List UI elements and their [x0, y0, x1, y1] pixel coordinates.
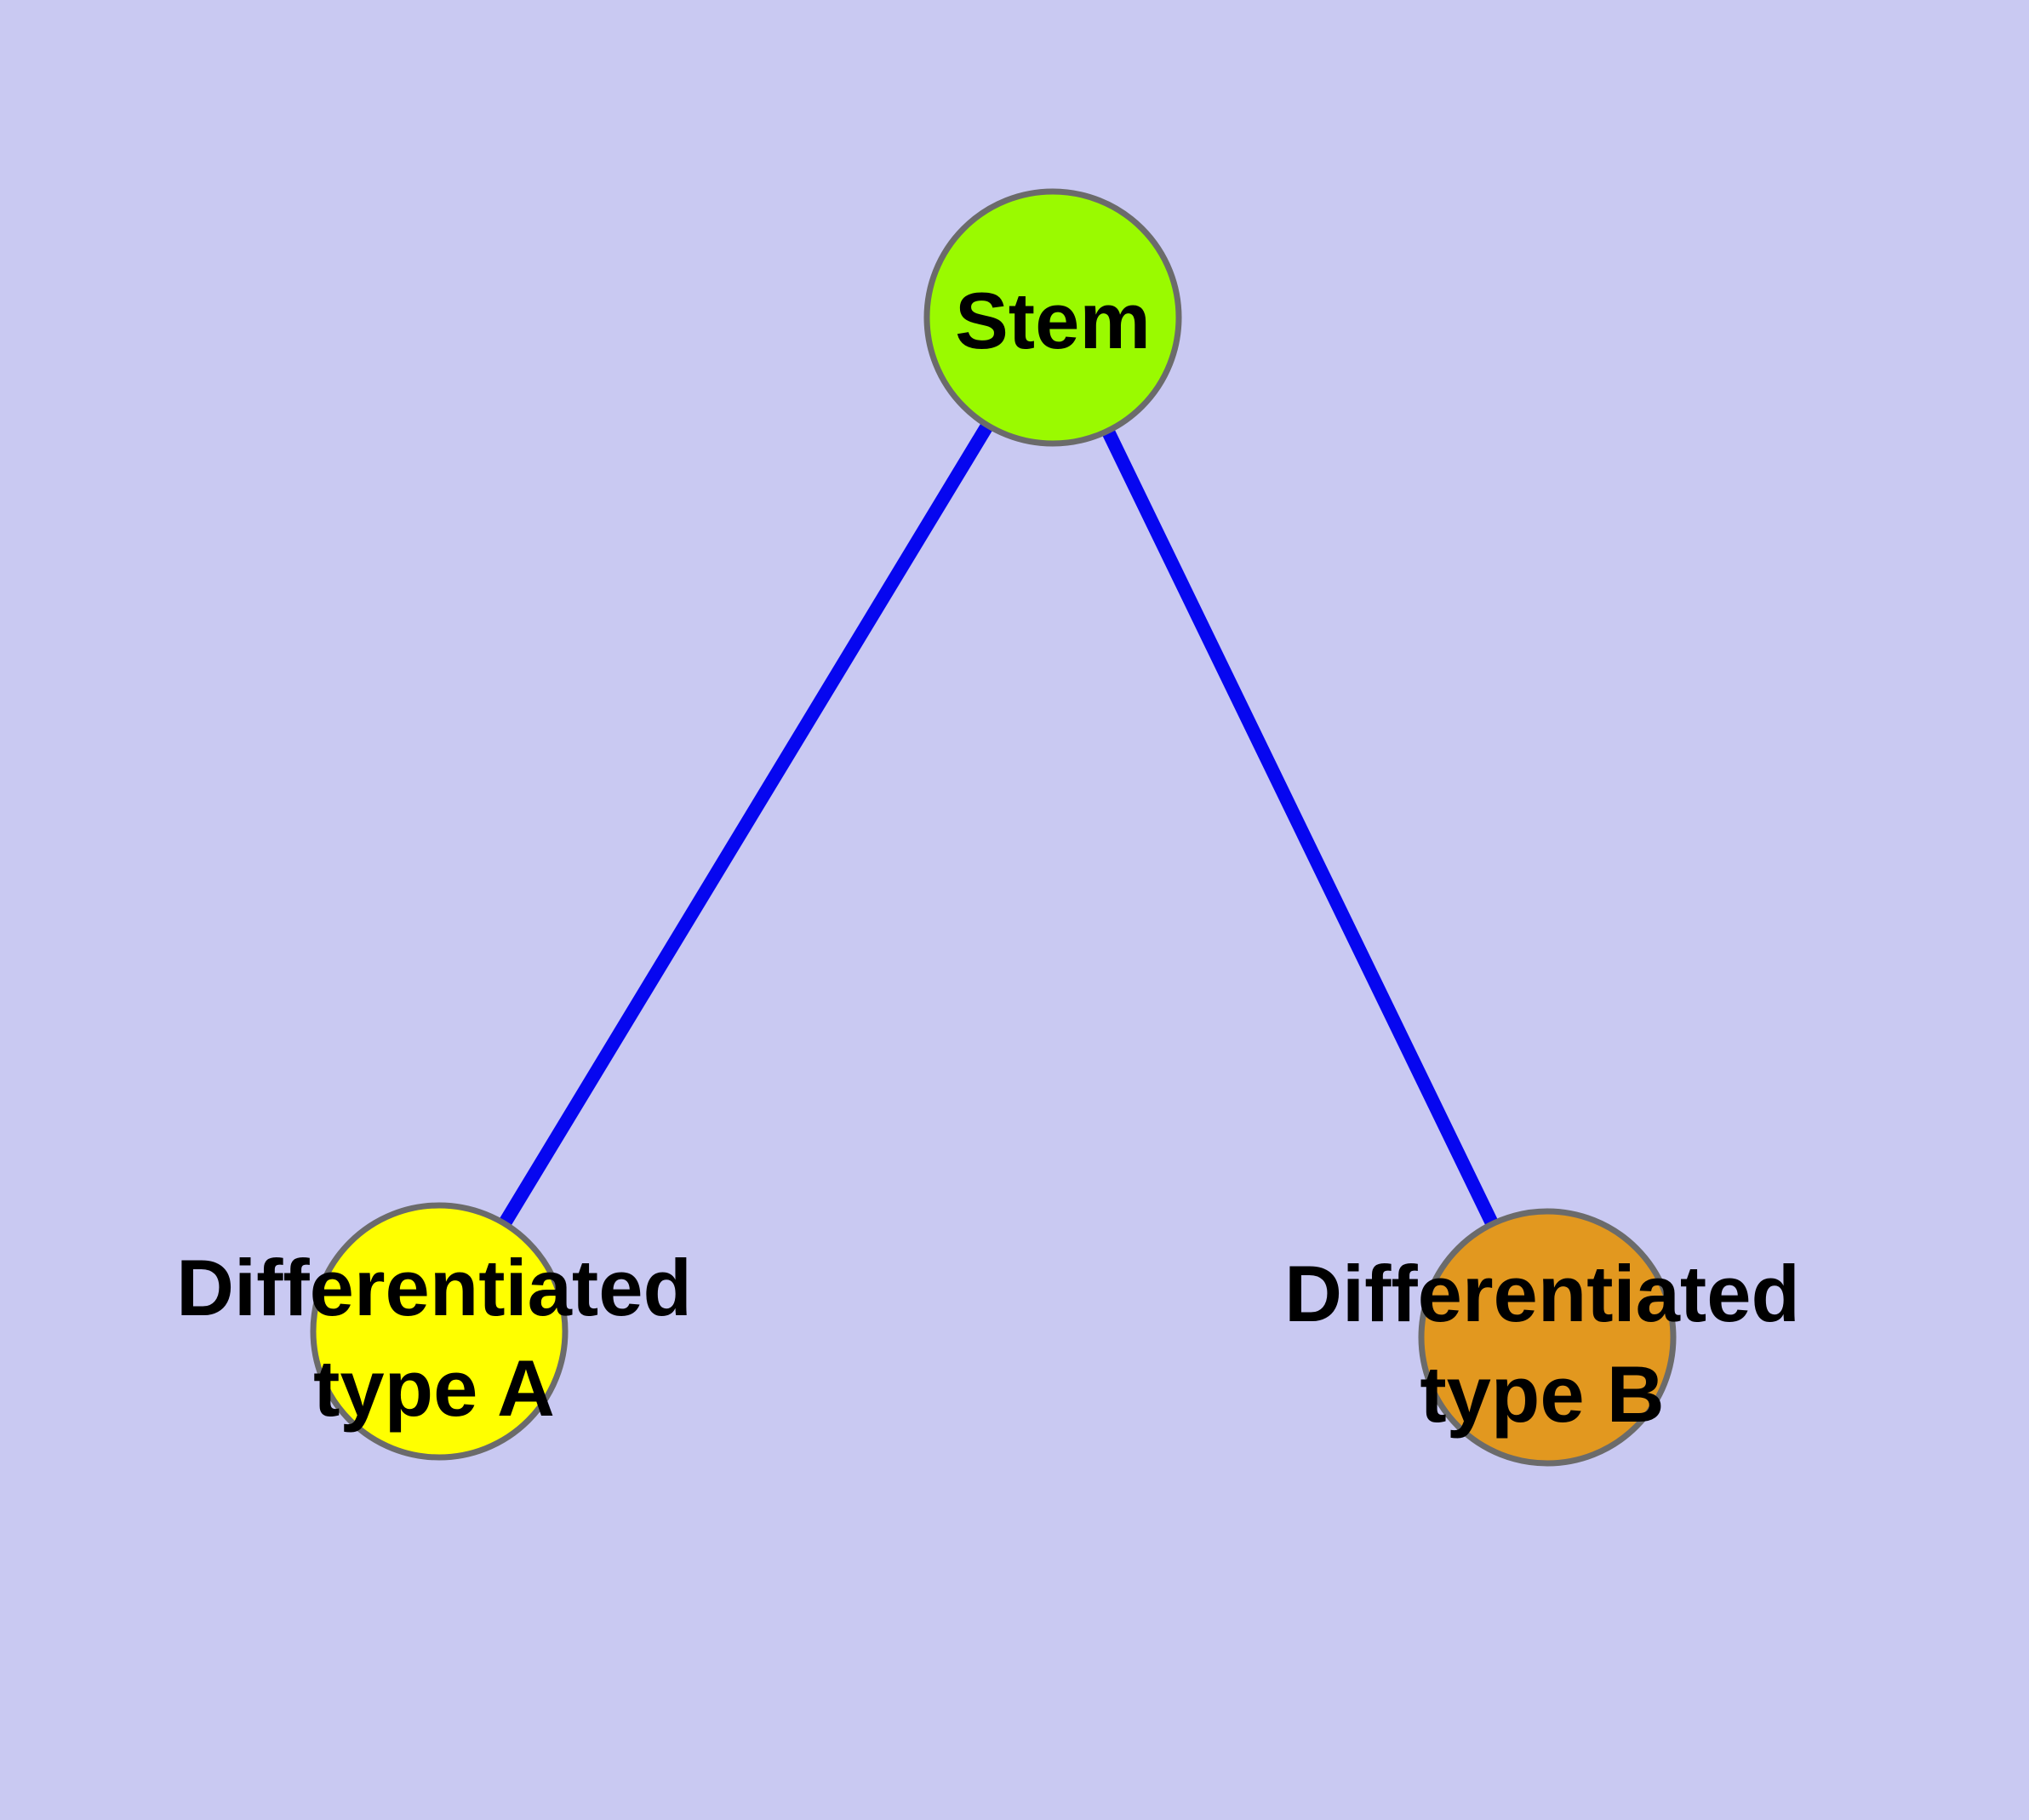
edge-stem-to-type-a [433, 313, 1059, 1336]
node-stem [923, 188, 1182, 447]
node-differentiated-type-a [310, 1202, 569, 1461]
edge-stem-to-type-b [1046, 314, 1554, 1341]
node-differentiated-type-b [1418, 1208, 1677, 1467]
